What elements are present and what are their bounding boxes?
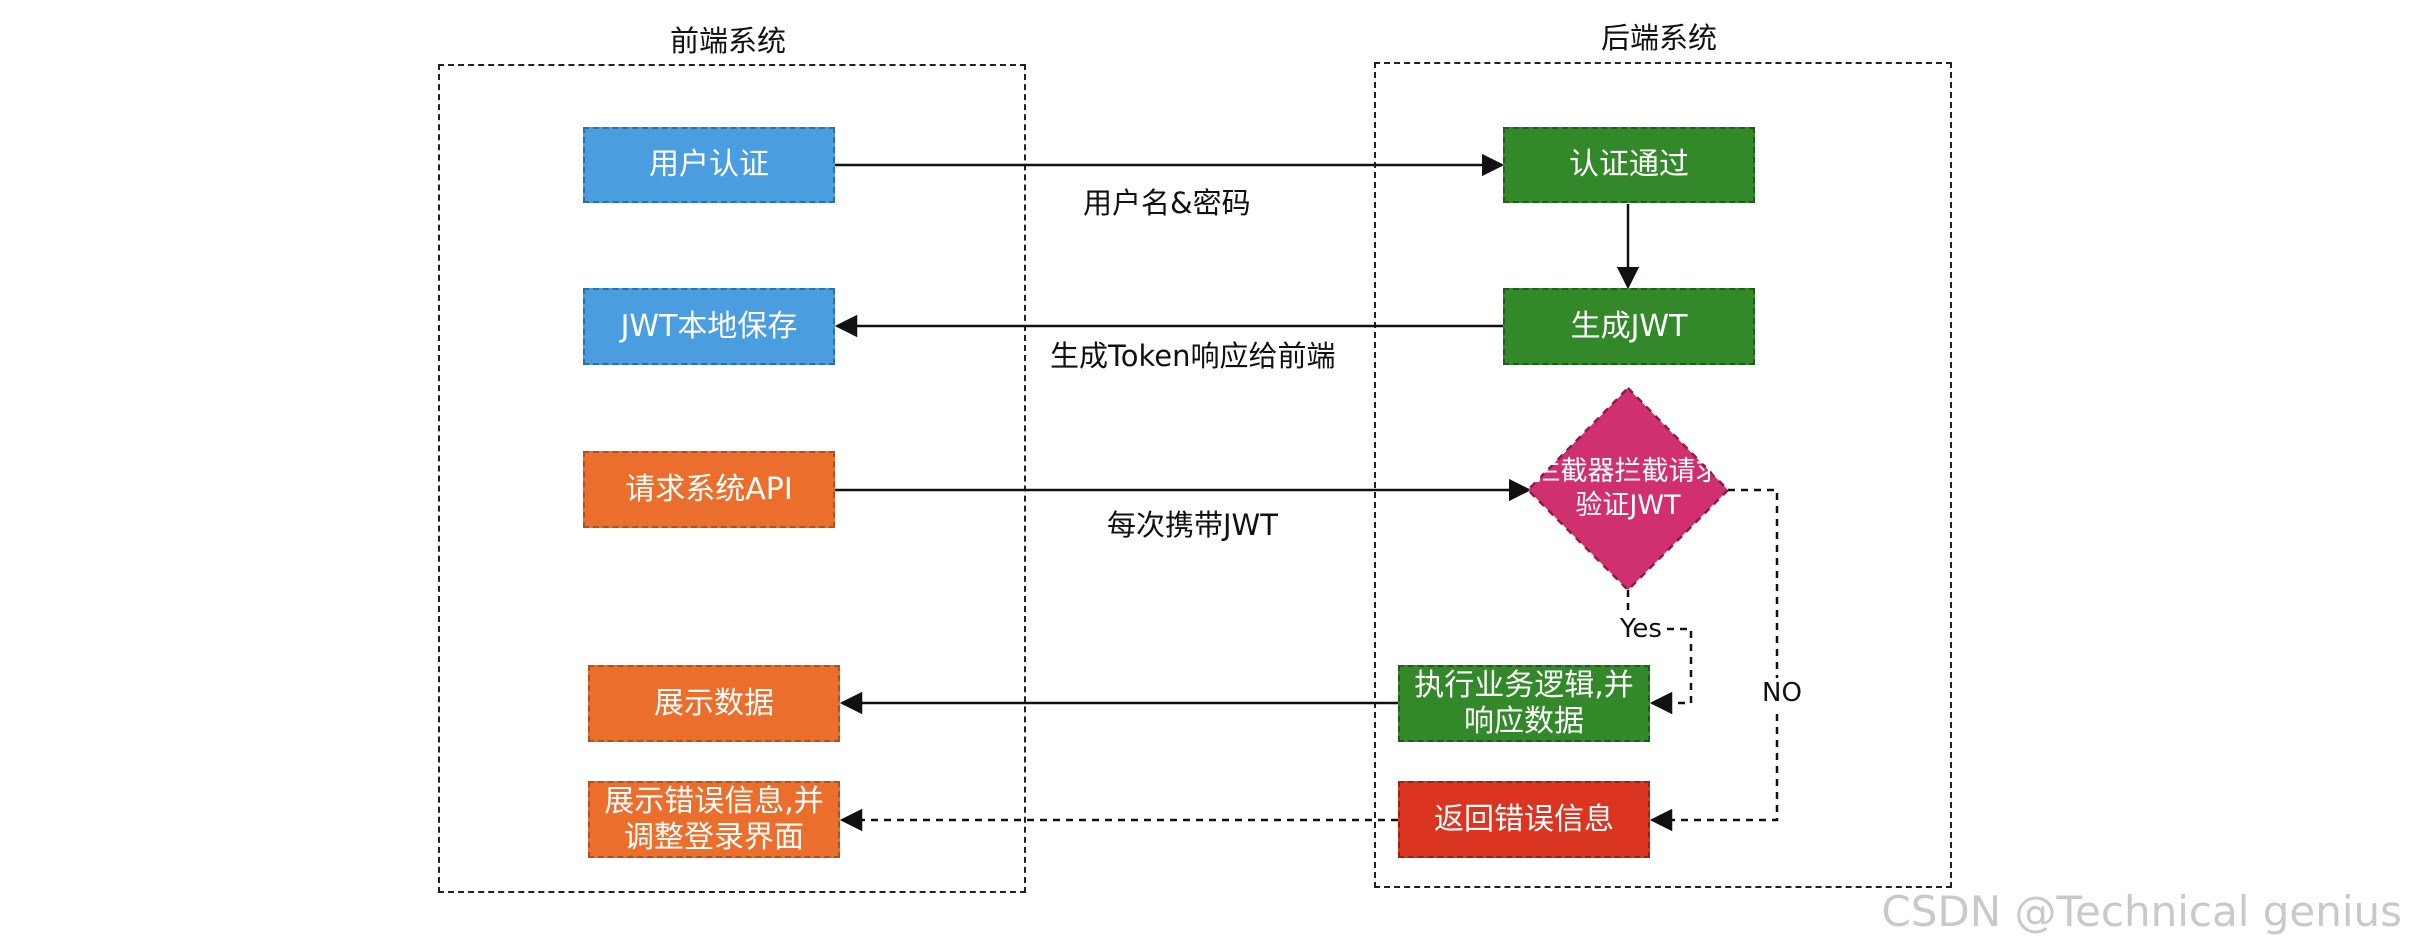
decision-label: 拦截器拦截请求 验证JWT bbox=[1533, 456, 1723, 521]
node-auth-pass: 认证通过 bbox=[1503, 127, 1755, 203]
node-return-error: 返回错误信息 bbox=[1398, 781, 1650, 858]
node-show-error: 展示错误信息,并 调整登录界面 bbox=[588, 781, 840, 858]
label-carry-jwt: 每次携带JWT bbox=[1107, 508, 1278, 542]
edge-no bbox=[1649, 488, 1779, 832]
label-no: NO bbox=[1760, 678, 1804, 708]
node-user-auth: 用户认证 bbox=[583, 127, 835, 203]
node-exec-logic: 执行业务逻辑,并 响应数据 bbox=[1398, 665, 1650, 742]
backend-region bbox=[1374, 62, 1952, 888]
node-show-data: 展示数据 bbox=[588, 665, 840, 742]
watermark: CSDN @Technical genius bbox=[1881, 887, 2402, 936]
frontend-region-title: 前端系统 bbox=[670, 24, 787, 58]
backend-region-title: 后端系统 bbox=[1601, 21, 1718, 55]
label-token-response: 生成Token响应给前端 bbox=[1050, 339, 1336, 373]
node-generate-jwt: 生成JWT bbox=[1503, 288, 1755, 365]
label-yes: Yes bbox=[1618, 614, 1664, 644]
node-request-api: 请求系统API bbox=[583, 451, 835, 528]
label-credentials: 用户名&密码 bbox=[1083, 186, 1251, 220]
decision-diamond bbox=[1526, 386, 1730, 592]
node-jwt-local-save: JWT本地保存 bbox=[583, 288, 835, 365]
frontend-region bbox=[438, 64, 1026, 893]
